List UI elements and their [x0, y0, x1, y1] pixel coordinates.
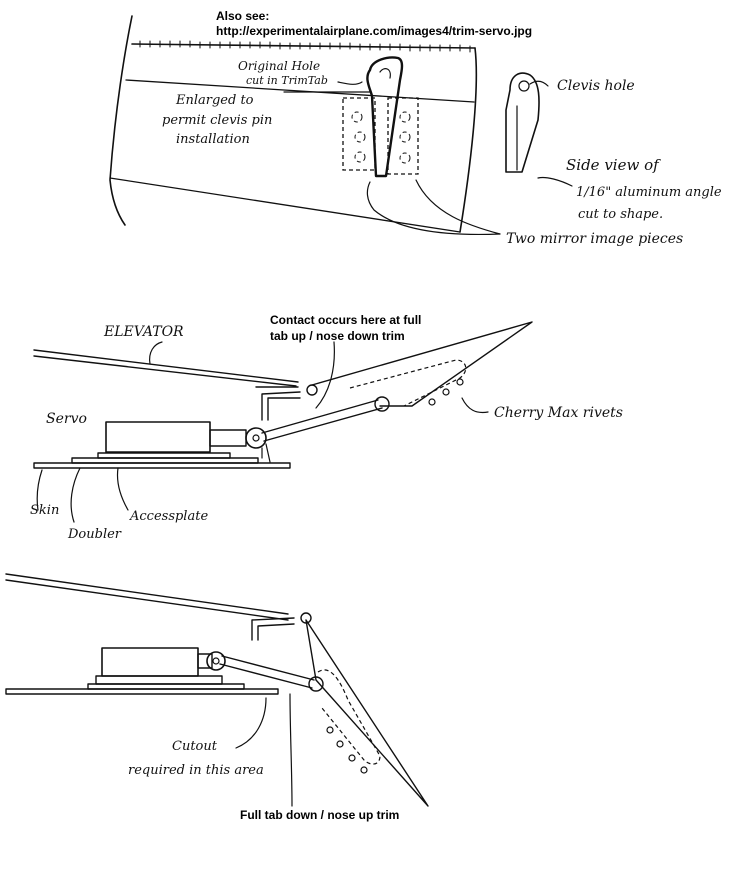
label-contact-2: tab up / nose down trim [270, 329, 405, 343]
pushrod-lower-2 [219, 663, 313, 689]
tab-line-lower [109, 177, 461, 233]
label-full-tab-down: Full tab down / nose up trim [240, 808, 399, 822]
servo-side-view-tab-up: ELEVATOR Contact occurs here at full tab… [30, 313, 623, 542]
servo-clevis-pin [252, 434, 260, 442]
tab-clevis [374, 396, 390, 412]
label-skin: Skin [30, 503, 59, 518]
skin-layer-2 [5, 688, 279, 695]
servo-body-2 [101, 647, 199, 677]
pushrod-upper [261, 399, 379, 434]
hinge-bracket-2 [251, 617, 295, 641]
access-plate-layer-2 [95, 675, 223, 685]
label-side-view-1: Side view of [566, 156, 661, 174]
leader-full-tab-down [289, 693, 293, 807]
rivet-marks-2 [326, 726, 368, 774]
leader-cherry-max [461, 397, 489, 414]
trim-tab-top-view: Original Hole cut in TrimTab Enlarged to… [109, 15, 722, 247]
trim-tab-right-edge [459, 47, 478, 233]
elevator-lower-skin [33, 355, 297, 387]
leader-cutout [235, 697, 267, 749]
access-plate-layer [97, 452, 231, 459]
hinge-pin [306, 384, 318, 396]
label-enlarged-1: Enlarged to [175, 93, 254, 108]
label-enlarged-3: installation [176, 132, 250, 147]
skin-layer [33, 462, 291, 469]
leader-two-pieces-a [366, 181, 501, 236]
hinge-line [131, 43, 476, 49]
label-cutout-1: Cutout [172, 739, 218, 754]
leader-doubler [70, 467, 81, 523]
label-cherry-max: Cherry Max rivets [494, 405, 623, 421]
leader-access-plate [116, 467, 129, 511]
label-mirror-pieces: Two mirror image pieces [506, 231, 683, 247]
label-enlarged-2: permit clevis pin [162, 113, 272, 128]
pushrod-upper-2 [221, 655, 315, 681]
note-url: http://experimentalairplane.com/images4/… [216, 24, 532, 38]
leader-clevis-hole [529, 80, 549, 87]
doubler-layer-2 [87, 683, 245, 690]
leader-contact [315, 341, 335, 409]
leader-skin [36, 469, 43, 511]
leader-elevator [149, 341, 163, 365]
elevator-upper-skin [33, 349, 299, 383]
label-elevator: ELEVATOR [103, 324, 184, 340]
side-view-angle [505, 72, 540, 173]
hinge-ticks [139, 40, 471, 53]
elevator-lower-skin-2 [5, 579, 289, 621]
servo-body [105, 421, 211, 453]
servo-side-view-tab-down: Cutout required in this area Full tab do… [5, 573, 429, 822]
note-also-see: Also see: [216, 9, 269, 23]
trim-tab [311, 321, 533, 407]
original-hole [379, 68, 391, 79]
tab-angle-bracket-2 [317, 669, 381, 765]
leader-two-pieces-b [415, 179, 501, 235]
elevator-left-edge [109, 15, 133, 226]
label-side-view-2: 1/16" aluminum angle [576, 185, 722, 200]
servo-bracket [261, 443, 271, 463]
label-doubler: Doubler [67, 527, 122, 542]
pushrod-lower [263, 407, 383, 442]
cherry-max-rivet-marks [428, 378, 464, 406]
label-original-hole-2: cut in TrimTab [246, 74, 328, 87]
label-servo: Servo [46, 411, 87, 427]
elevator-upper-skin-2 [5, 573, 289, 615]
label-side-view-3: cut to shape. [578, 207, 663, 222]
angle-piece-left [342, 97, 376, 171]
servo-actuator-2 [197, 653, 213, 669]
leader-side-view [537, 176, 573, 187]
label-clevis-hole: Clevis hole [557, 78, 635, 94]
leader-original-hole [337, 81, 363, 85]
rivet-holes [351, 111, 411, 164]
hinge-bracket [261, 391, 301, 421]
trim-tab-2 [305, 619, 429, 807]
label-cutout-2: required in this area [128, 763, 264, 778]
servo-clevis [245, 427, 267, 449]
servo-clevis-pin-2 [212, 657, 220, 665]
enlarged-hole-slot [366, 56, 404, 178]
clevis-hole-mark [518, 80, 530, 92]
angle-piece-right [387, 97, 419, 175]
tab-angle-bracket [349, 359, 467, 407]
servo-actuator [209, 429, 247, 447]
doubler-layer [71, 457, 259, 464]
label-contact-1: Contact occurs here at full [270, 313, 421, 327]
tab-clevis-2 [308, 676, 324, 692]
servo-clevis-2 [206, 651, 226, 671]
label-access-plate: Accessplate [129, 509, 208, 524]
label-original-hole-1: Original Hole [238, 59, 320, 73]
